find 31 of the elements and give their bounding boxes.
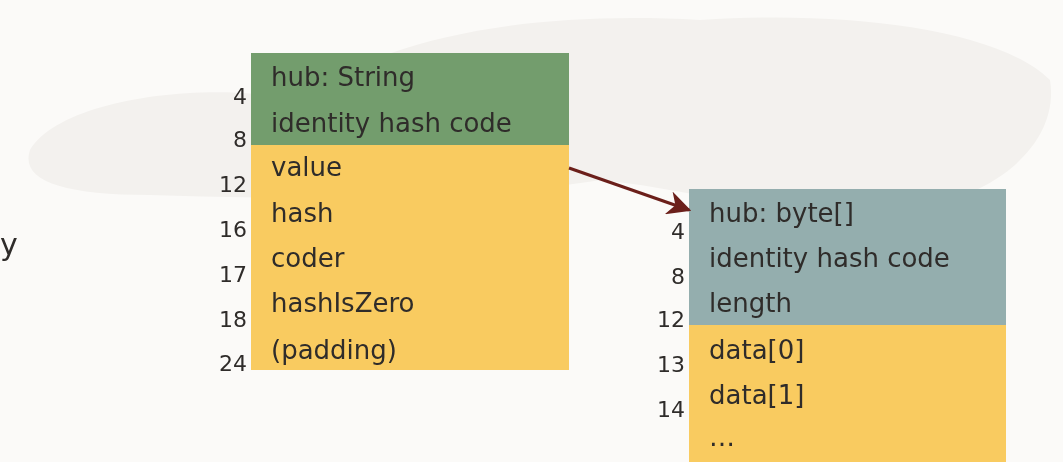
- offset-number: 8: [232, 127, 247, 153]
- fields-band: [251, 145, 569, 370]
- field-label: …: [709, 422, 735, 452]
- header-band: [251, 53, 569, 145]
- field-label: hub: byte[]: [709, 198, 854, 228]
- field-label: data[1]: [709, 380, 805, 410]
- header-band: [689, 189, 1006, 325]
- offset-number: 12: [656, 307, 685, 333]
- text-fragment: y: [0, 228, 18, 262]
- offset-number: 24: [218, 351, 247, 377]
- offset-number: 13: [656, 352, 685, 378]
- offset-number: 4: [670, 219, 685, 245]
- field-label: length: [709, 288, 792, 318]
- fields-band: [689, 325, 1006, 462]
- offset-number: 18: [218, 307, 247, 333]
- field-label: identity hash code: [271, 108, 512, 138]
- offset-number: 16: [218, 217, 247, 243]
- offset-number: 12: [218, 172, 247, 198]
- offset-number: 8: [670, 264, 685, 290]
- field-label: value: [271, 152, 343, 182]
- field-label: identity hash code: [709, 243, 950, 273]
- offset-number: 4: [232, 84, 247, 110]
- field-label: hash: [271, 198, 334, 228]
- offset-number: 14: [656, 397, 685, 423]
- arrow: [568, 166, 692, 215]
- offset-number: 17: [218, 262, 247, 288]
- field-label: (padding): [271, 335, 397, 365]
- field-label: coder: [271, 243, 345, 273]
- field-label: hub: String: [271, 62, 416, 92]
- field-label: hashIsZero: [271, 288, 415, 318]
- field-label: data[0]: [709, 335, 805, 365]
